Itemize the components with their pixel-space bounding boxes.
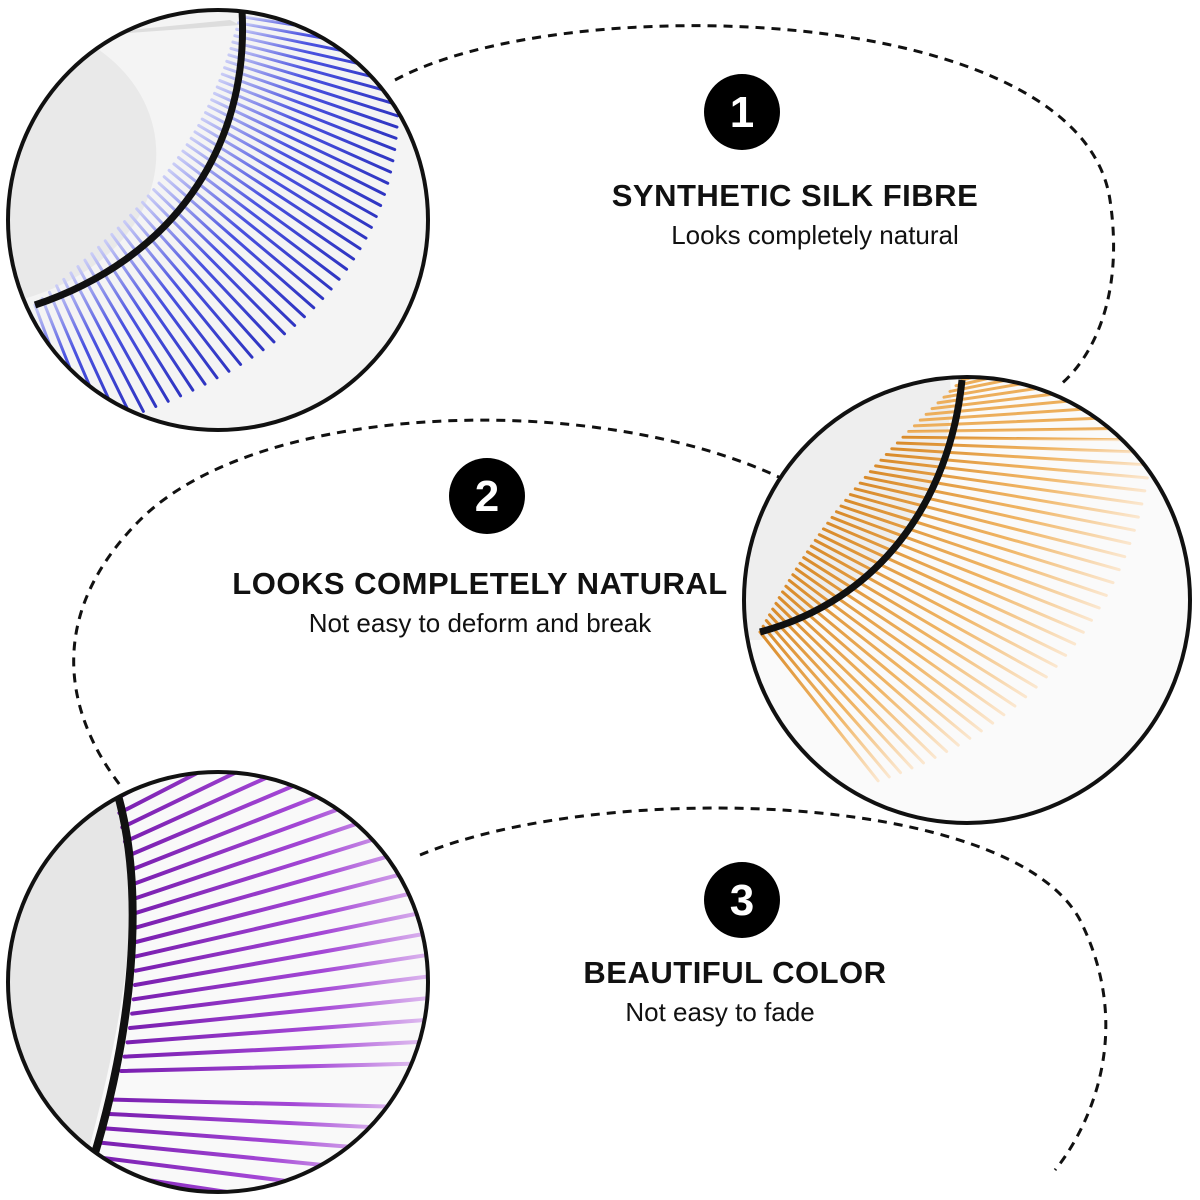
orange-lash-closeup xyxy=(742,375,1192,825)
lash-strand xyxy=(134,861,428,944)
lash-strand xyxy=(868,470,1140,519)
lash-strand xyxy=(210,98,390,185)
dashed-loop-1 xyxy=(394,24,1115,387)
lash-strand xyxy=(890,447,1151,467)
lash-strand xyxy=(207,104,386,196)
lash-strand xyxy=(215,85,395,163)
lash-strand xyxy=(227,53,400,107)
lash-strand xyxy=(111,1097,416,1110)
lash-strand xyxy=(220,72,398,140)
dashed-connector-lines xyxy=(72,24,1115,1171)
lash-strand xyxy=(802,556,1028,699)
lash-strand xyxy=(197,123,373,229)
lash-strand xyxy=(200,117,378,218)
lash-strand xyxy=(204,111,383,208)
lash-strand xyxy=(839,504,1108,597)
lash-strand xyxy=(229,46,399,96)
lash-strand xyxy=(131,949,428,1002)
badge-number-3: 3 xyxy=(730,876,754,925)
lash-strand xyxy=(193,130,368,240)
lash-strand xyxy=(771,607,925,765)
lash-strand xyxy=(809,544,1048,679)
lash-strand xyxy=(844,498,1115,585)
lash-strand xyxy=(761,624,891,779)
lash-strand xyxy=(130,971,428,1016)
lash-strand xyxy=(213,91,393,174)
feature-3-subtitle: Not easy to fade xyxy=(625,997,815,1027)
dashed-loop-2 xyxy=(72,418,786,786)
feature-2-text: LOOKS COMPLETELY NATURAL Not easy to def… xyxy=(210,566,750,639)
lash-strand xyxy=(805,550,1038,689)
lash-strand xyxy=(83,258,170,403)
lash-strand xyxy=(764,619,903,775)
lash-strand xyxy=(960,377,1148,382)
lash-strand xyxy=(858,481,1132,546)
feature-1-text: SYNTHETIC SILK FIBRE Looks completely na… xyxy=(560,178,1030,251)
lash-strand xyxy=(895,441,1153,455)
lash-strand xyxy=(777,596,949,753)
badge-number-1: 1 xyxy=(730,88,754,137)
feature-1-title: SYNTHETIC SILK FIBRE xyxy=(611,178,979,213)
lash-strand xyxy=(781,590,960,747)
lash-strand xyxy=(834,510,1101,610)
lash-strand xyxy=(223,66,399,129)
purple-lash-closeup xyxy=(6,634,430,1194)
lash-strand xyxy=(821,527,1077,646)
lash-strand xyxy=(133,905,428,973)
lash-strand xyxy=(948,377,1151,393)
lash-strand xyxy=(189,136,362,251)
badge-number-2: 2 xyxy=(475,472,499,521)
lash-strand xyxy=(817,533,1068,657)
lash-strand xyxy=(901,435,1154,442)
lash-strand xyxy=(879,458,1147,493)
feature-2-title: LOOKS COMPLETELY NATURAL xyxy=(232,566,728,601)
lash-strand xyxy=(107,1112,407,1131)
lash-strand xyxy=(884,452,1149,480)
feature-2-subtitle: Not easy to deform and break xyxy=(308,608,652,638)
lash-strand xyxy=(794,567,1006,717)
lash-strand xyxy=(185,143,356,261)
lash-strand xyxy=(225,59,400,118)
lash-strand xyxy=(69,271,145,413)
lash-strand xyxy=(122,1039,428,1059)
lash-strand xyxy=(123,772,392,844)
blue-lash-closeup xyxy=(6,8,430,432)
number-badge-1: 1 xyxy=(704,74,780,150)
lash-strand xyxy=(119,1061,428,1073)
dashed-loop-3 xyxy=(419,806,1108,1171)
lash-strand xyxy=(125,1016,428,1045)
lash-strand xyxy=(758,630,880,783)
number-badge-3: 3 xyxy=(704,862,780,938)
lash-strand xyxy=(134,883,428,959)
feature-1-subtitle: Looks completely natural xyxy=(671,220,959,250)
lash-strand xyxy=(830,515,1093,622)
lash-strand xyxy=(120,772,381,830)
lash-strand xyxy=(774,601,937,759)
lash-strand xyxy=(798,561,1017,708)
feature-3-text: BEAUTIFUL COLOR Not easy to fade xyxy=(540,955,930,1028)
lash-strand xyxy=(874,464,1144,506)
lash-strand xyxy=(110,634,332,770)
lash-strand xyxy=(791,573,995,725)
lash-strand xyxy=(125,772,402,858)
lash-strand xyxy=(848,493,1121,572)
number-badge-2: 2 xyxy=(449,458,525,534)
lash-strand xyxy=(853,487,1127,559)
lash-strand xyxy=(863,475,1136,532)
lash-strand xyxy=(813,538,1058,668)
lash-strand xyxy=(111,772,346,787)
lash-strand xyxy=(117,772,370,815)
lash-strand xyxy=(218,79,397,152)
lash-strand xyxy=(90,252,183,398)
feature-3-title: BEAUTIFUL COLOR xyxy=(583,955,887,990)
lash-strand xyxy=(826,521,1085,634)
lash-strand xyxy=(62,277,133,418)
lash-strand xyxy=(133,927,428,987)
lash-strand xyxy=(76,265,158,408)
lash-strand xyxy=(128,994,428,1030)
lash-strand xyxy=(768,613,914,770)
